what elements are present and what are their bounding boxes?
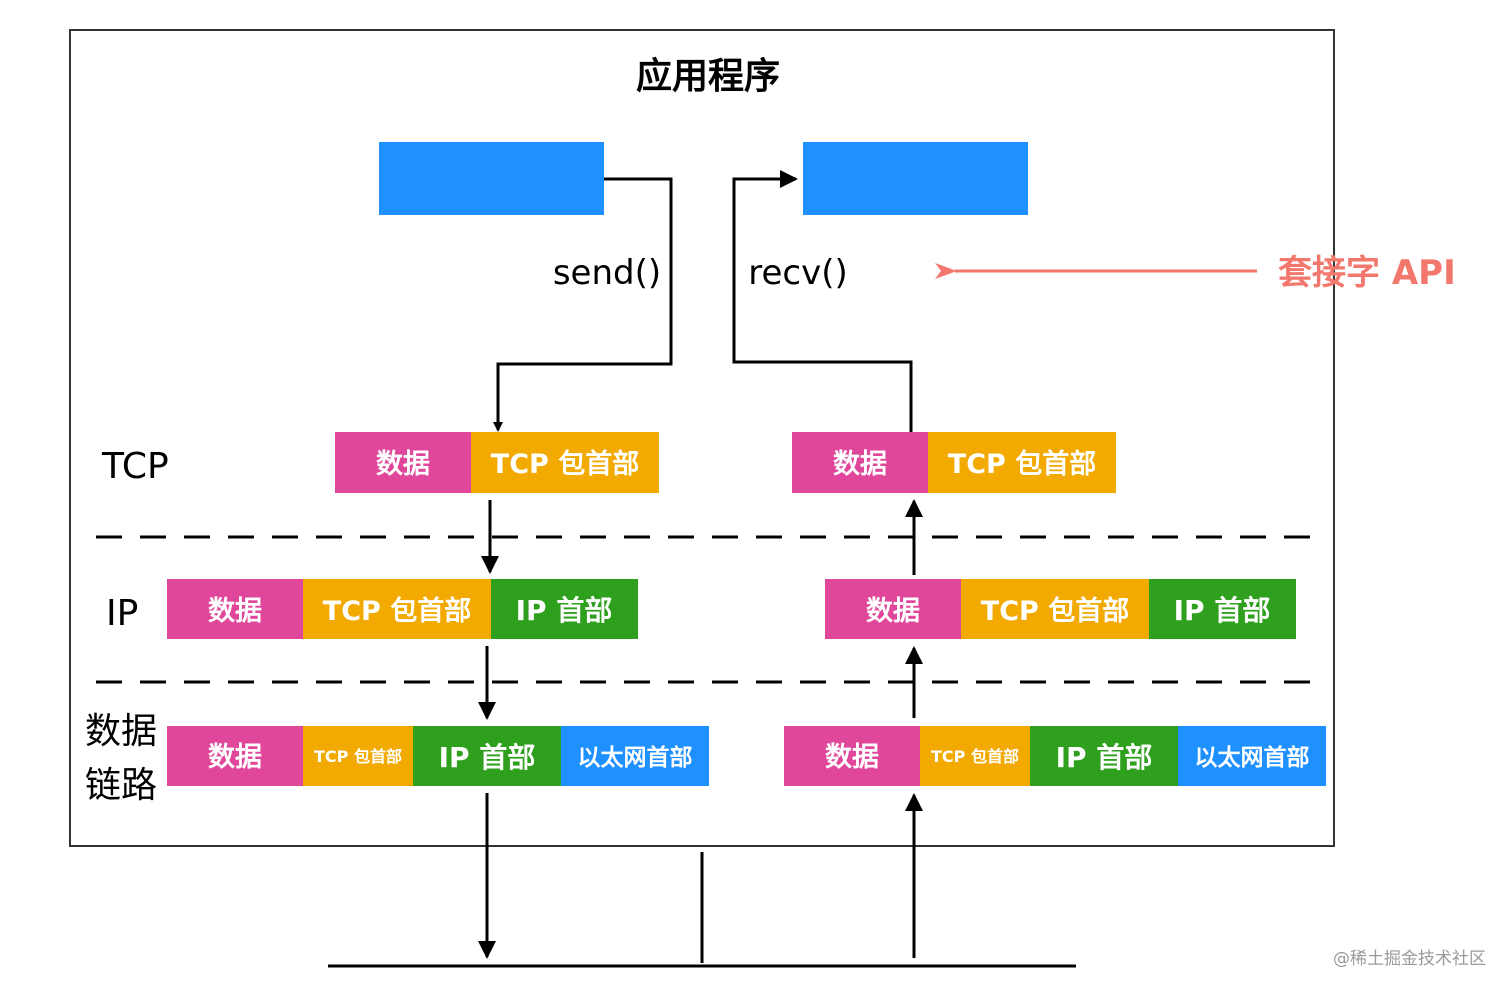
segment-ip-header-label: IP 首部	[1056, 741, 1153, 774]
segment-ip-header	[491, 579, 638, 639]
segment-ip-header-label: IP 首部	[439, 741, 536, 774]
link-frame-send: 数据 TCP 包首部 IP 首部 以太网首部	[167, 726, 709, 786]
segment-ip-header	[1030, 726, 1178, 786]
segment-data	[825, 579, 961, 639]
tcp-packet-send: 数据 TCP 包首部	[335, 432, 659, 493]
segment-data	[167, 579, 303, 639]
segment-ip-header	[413, 726, 561, 786]
layer-label-link-line2: 链路	[85, 765, 157, 806]
link-frame-recv: 数据 TCP 包首部 IP 首部 以太网首部	[784, 726, 1326, 786]
segment-tcp-header-label: TCP 包首部	[323, 595, 471, 627]
segment-tcp-header-label: TCP 包首部	[931, 747, 1019, 766]
segment-data	[167, 726, 303, 786]
segment-tcp-header-label: TCP 包首部	[314, 747, 402, 766]
segment-data	[784, 726, 920, 786]
recv-path-arrow	[732, 170, 913, 432]
application-title: 应用程序	[636, 56, 780, 97]
layer-label-ip: IP	[106, 593, 138, 634]
segment-tcp-header	[303, 579, 491, 639]
segment-ip-header-label: IP 首部	[516, 594, 613, 627]
segment-data-label: 数据	[208, 742, 262, 773]
send-socket-box	[379, 142, 604, 215]
tcp-packet-recv: 数据 TCP 包首部	[792, 432, 1116, 493]
segment-ip-header	[1149, 579, 1296, 639]
segment-data	[792, 432, 928, 493]
segment-data	[335, 432, 471, 493]
socket-api-label: 套接字 API	[1278, 253, 1456, 293]
segment-eth-header	[561, 726, 709, 786]
segment-tcp-header	[920, 726, 1030, 786]
segment-eth-header	[1178, 726, 1326, 786]
ip-packet-recv: 数据 TCP 包首部 IP 首部	[825, 579, 1296, 639]
layer-label-tcp: TCP	[101, 446, 169, 487]
segment-tcp-header	[303, 726, 413, 786]
segment-data-label: 数据	[833, 449, 887, 480]
segment-tcp-header	[928, 432, 1116, 493]
segment-data-label: 数据	[376, 449, 430, 480]
watermark: @稀土掘金技术社区	[1333, 949, 1486, 969]
application-frame	[69, 29, 1335, 847]
segment-data-label: 数据	[208, 596, 262, 627]
segment-eth-header-label: 以太网首部	[1195, 744, 1310, 771]
segment-data-label: 数据	[825, 742, 879, 773]
ip-packet-send: 数据 TCP 包首部 IP 首部	[167, 579, 638, 639]
segment-tcp-header-label: TCP 包首部	[491, 448, 639, 480]
send-path-arrow	[493, 177, 673, 432]
segment-tcp-header	[471, 432, 659, 493]
segment-tcp-header	[961, 579, 1149, 639]
recv-label: recv()	[748, 253, 848, 293]
layer-label-link-line1: 数据	[85, 711, 157, 752]
send-label: send()	[553, 253, 661, 293]
segment-ip-header-label: IP 首部	[1174, 594, 1271, 627]
segment-eth-header-label: 以太网首部	[578, 744, 693, 771]
recv-socket-box	[803, 142, 1028, 215]
segment-tcp-header-label: TCP 包首部	[981, 595, 1129, 627]
segment-data-label: 数据	[866, 596, 920, 627]
segment-tcp-header-label: TCP 包首部	[948, 448, 1096, 480]
